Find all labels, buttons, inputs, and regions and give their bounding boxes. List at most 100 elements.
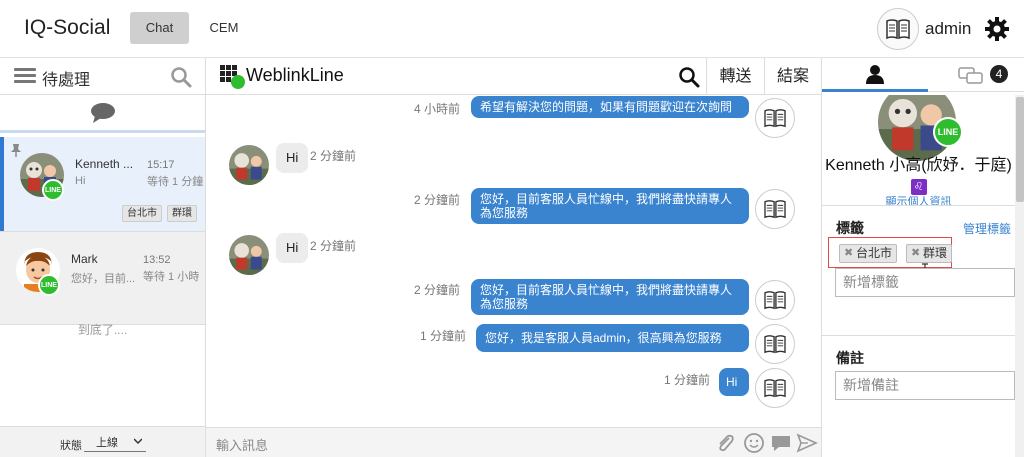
message-bubble-incoming: Hi: [276, 143, 309, 173]
brand-logo[interactable]: IQ-Social: [24, 16, 111, 39]
close-icon[interactable]: ✖: [844, 247, 854, 259]
leo-zodiac-icon: ♌: [910, 179, 927, 195]
queue-title[interactable]: 待處理: [42, 72, 91, 89]
message-bubble-outgoing: Hi: [719, 368, 749, 396]
book-icon: [764, 291, 786, 310]
send-icon[interactable]: [796, 432, 818, 454]
customer-profile: LINE Kenneth 小高(欣妤．于庭) ♌ 顯示個人資訊: [822, 95, 1015, 205]
conversation-time: 13:52: [143, 254, 171, 266]
end-of-list-text: 到底了....: [77, 323, 128, 337]
scrollbar[interactable]: [1015, 95, 1024, 457]
conversation-list-header: 待處理: [0, 58, 205, 95]
message-bubble-outgoing: 您好，目前客服人員忙線中，我們將盡快請專人為您服務: [471, 188, 749, 224]
chat-bubbles-icon: [958, 67, 983, 84]
messages-filter-tab[interactable]: [0, 95, 205, 133]
forward-button[interactable]: 轉送: [706, 58, 764, 95]
chat-title: WeblinkLine: [246, 65, 344, 85]
message-time: 2 分鐘前: [414, 193, 461, 207]
tags-section: 標籤 管理標籤: [822, 205, 1015, 335]
agent-avatar: [755, 280, 795, 320]
conversation-name: Kenneth ...: [75, 157, 134, 171]
manage-tags-link[interactable]: 管理標籤: [963, 222, 1012, 236]
agent-avatar: [755, 98, 795, 138]
tab-chat-history[interactable]: 4: [928, 58, 1024, 92]
message-bubble-outgoing: 希望有解決您的問題，如果有問題歡迎在次詢問: [471, 96, 749, 118]
conversation-item-kenneth[interactable]: LINE Kenneth ... Hi 15:17 等待 1 分鐘 台北市 群環: [0, 137, 205, 231]
conversation-name: Mark: [71, 252, 98, 266]
pin-icon[interactable]: [10, 143, 22, 157]
scrollbar-thumb[interactable]: [1016, 97, 1024, 202]
user-avatar[interactable]: [877, 8, 919, 50]
message-time: 1 分鐘前: [664, 373, 711, 387]
user-icon: [866, 64, 884, 84]
agent-avatar: [755, 324, 795, 364]
top-bar: IQ-Social Chat CEM admin: [0, 0, 1024, 58]
speech-bubble-icon: [90, 102, 115, 123]
tags-title: 標籤: [836, 220, 864, 236]
status-bar: 狀態 上線: [0, 426, 205, 457]
conversation-tag: 群環: [167, 205, 197, 222]
message-time: 4 小時前: [414, 102, 461, 116]
conversation-wait: 等待 1 分鐘: [147, 176, 204, 188]
add-tag-input[interactable]: 新增標籤: [835, 268, 1015, 297]
search-icon[interactable]: [678, 66, 700, 88]
conversation-tag: 台北市: [122, 205, 162, 222]
tag-chip-label: 群環: [923, 246, 948, 260]
line-badge-icon: LINE: [42, 179, 64, 201]
book-icon: [764, 200, 786, 219]
chat-panel: WeblinkLine 轉送 結案 4 小時前 希望有解決您的問題，如果有問題歡…: [206, 58, 821, 457]
book-icon: [886, 19, 910, 40]
line-badge-icon: LINE: [933, 117, 963, 147]
nav-tab-chat[interactable]: Chat: [130, 12, 189, 44]
close-icon[interactable]: ✖: [911, 247, 921, 259]
tag-chip[interactable]: ✖ 台北市: [839, 244, 898, 263]
close-case-button[interactable]: 結案: [764, 58, 821, 95]
chevron-down-icon[interactable]: [134, 437, 142, 445]
message-time: 1 分鐘前: [420, 329, 467, 343]
customer-name-text: Kenneth 小高(欣妤．于庭): [825, 157, 1012, 174]
paperclip-icon[interactable]: [714, 432, 736, 454]
chat-header: WeblinkLine 轉送 結案: [206, 58, 821, 95]
sticker-bubble-icon[interactable]: [770, 432, 792, 454]
customer-avatar: [229, 145, 269, 185]
customer-avatar: [229, 235, 269, 275]
show-profile-link[interactable]: 顯示個人資訊: [885, 196, 952, 205]
message-list: 4 小時前 希望有解決您的問題，如果有問題歡迎在次詢問 Hi 2 分鐘前 2 分…: [206, 95, 821, 427]
unread-count-badge: 4: [990, 65, 1008, 83]
conversation-list-panel: 待處理 LINE Kenneth ... Hi: [0, 58, 206, 457]
line-badge-icon: LINE: [38, 274, 60, 296]
status-select[interactable]: 上線: [84, 434, 146, 452]
message-time: 2 分鐘前: [310, 149, 357, 163]
book-icon: [764, 109, 786, 128]
message-input-placeholder[interactable]: 輸入訊息: [216, 438, 269, 453]
search-icon[interactable]: [170, 66, 192, 88]
conversation-preview: 您好，目前...: [71, 273, 136, 285]
message-time: 2 分鐘前: [310, 239, 357, 253]
gear-icon[interactable]: [984, 16, 1010, 42]
conversation-preview: Hi: [75, 175, 86, 187]
tag-chip[interactable]: ✖ 群環: [906, 244, 953, 263]
notes-title: 備註: [836, 350, 864, 366]
conversation-item-mark[interactable]: LINE Mark 您好，目前... 13:52 等待 1 小時: [0, 231, 205, 325]
add-note-input[interactable]: 新增備註: [835, 371, 1015, 400]
tag-chip-label: 台北市: [856, 246, 893, 260]
menu-icon[interactable]: [14, 68, 36, 84]
message-bubble-incoming: Hi: [276, 233, 309, 263]
agent-avatar: [755, 189, 795, 229]
conversation-time: 15:17: [147, 159, 175, 171]
customer-info-panel: 4 LINE Kenneth 小高(欣妤．于庭) ♌ 顯示個人資訊 標籤 管理標…: [821, 58, 1024, 457]
emoji-icon[interactable]: [743, 432, 765, 454]
message-bubble-outgoing: 您好，我是客服人員admin，很高興為您服務: [476, 324, 749, 352]
message-time: 2 分鐘前: [414, 283, 461, 297]
book-icon: [764, 335, 786, 354]
agent-avatar: [755, 368, 795, 408]
notes-section: 備註: [822, 335, 1015, 457]
tab-customer-profile[interactable]: [822, 58, 928, 92]
user-name[interactable]: admin: [925, 19, 972, 38]
book-icon: [764, 379, 786, 398]
message-input[interactable]: 輸入訊息: [206, 427, 821, 457]
customer-name: Kenneth 小高(欣妤．于庭) ♌: [822, 157, 1015, 195]
conversation-wait: 等待 1 小時: [143, 271, 200, 283]
message-bubble-outgoing: 您好，目前客服人員忙線中，我們將盡快請專人為您服務: [471, 279, 749, 315]
nav-tab-cem[interactable]: CEM: [209, 20, 239, 35]
